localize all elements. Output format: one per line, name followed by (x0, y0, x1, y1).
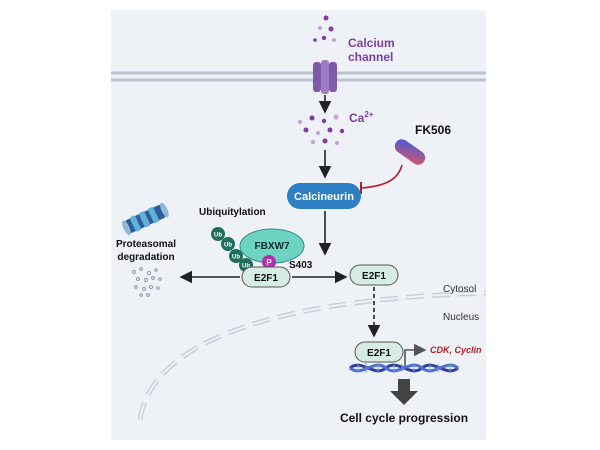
inhibition-fk506-calcineurin (360, 164, 403, 194)
calcium-ions-extracellular (313, 15, 336, 42)
nucleus-label: Nucleus (443, 312, 479, 323)
proteasomal-label-2: degradation (117, 252, 174, 263)
phospho-label: P (266, 258, 272, 267)
s403-label: S403 (289, 260, 313, 271)
proteasome-icon (122, 202, 169, 236)
cytosol-label: Cytosol (443, 284, 476, 295)
ub-label-1: Ub (214, 233, 222, 239)
fbxw7-label: FBXW7 (255, 241, 290, 252)
calcium-ions-intracellular (297, 114, 345, 145)
e2f1-bound-label: E2F1 (254, 273, 278, 284)
calcineurin-node (287, 183, 361, 209)
ub-label-2: Ub (224, 243, 232, 249)
calcineurin-label: Calcineurin (294, 191, 354, 203)
dna-helix-icon (349, 363, 459, 373)
calcium-ion-label: Ca2+ (349, 110, 374, 125)
e2f1-free-label: E2F1 (362, 271, 386, 282)
ub-2 (221, 237, 235, 251)
ubiquitin-chain: Ub Ub Ub Ub (211, 227, 253, 272)
ub-3 (229, 249, 243, 263)
ub-1 (211, 227, 225, 241)
calcium-channel-label-2: channel (348, 50, 393, 64)
pill-icon (394, 139, 426, 165)
e2f1-free-node (349, 264, 399, 286)
e2f1-bound-node (241, 266, 291, 288)
plasma-membrane (111, 71, 486, 82)
degradation-fragments-icon (131, 267, 162, 297)
progression-arrow (390, 379, 418, 405)
calcium-channel-label-1: Calcium (348, 36, 395, 50)
nuclear-envelope (137, 290, 487, 421)
phospho-badge (262, 255, 276, 269)
calcium-channel-icon (313, 60, 337, 94)
ub-label-4: Ub (242, 264, 250, 270)
ubiquitylation-label: Ubiquitylation (199, 207, 266, 218)
e2f1-nuclear-node (354, 341, 404, 363)
cell-cycle-label: Cell cycle progression (340, 411, 468, 425)
proteasomal-label-1: Proteasomal (116, 239, 176, 250)
ub-label-3: Ub (232, 255, 240, 261)
fk506-label: FK506 (415, 123, 451, 137)
e2f1-nuclear-label: E2F1 (367, 348, 391, 359)
cdk-cyclin-label: CDK, Cyclin (430, 345, 482, 355)
transcription-arrow (404, 343, 427, 368)
